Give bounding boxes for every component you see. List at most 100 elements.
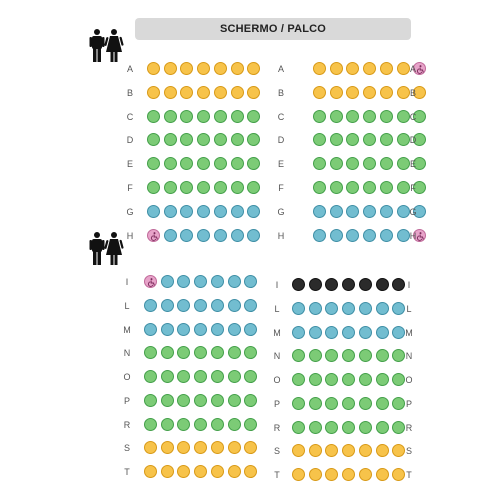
wheelchair-seat[interactable]: [147, 229, 160, 242]
seat[interactable]: [228, 418, 241, 431]
seat[interactable]: [161, 465, 174, 478]
seat[interactable]: [244, 394, 257, 407]
seat[interactable]: [392, 468, 405, 481]
seat[interactable]: [214, 133, 227, 146]
seat[interactable]: [346, 205, 359, 218]
seat[interactable]: [214, 86, 227, 99]
seat[interactable]: [244, 418, 257, 431]
seat[interactable]: [376, 397, 389, 410]
seat[interactable]: [214, 157, 227, 170]
seat[interactable]: [247, 157, 260, 170]
seat[interactable]: [313, 86, 326, 99]
seat[interactable]: [376, 349, 389, 362]
seat[interactable]: [380, 110, 393, 123]
seat[interactable]: [392, 326, 405, 339]
seat[interactable]: [313, 181, 326, 194]
seat[interactable]: [228, 323, 241, 336]
seat[interactable]: [325, 468, 338, 481]
seat[interactable]: [292, 326, 305, 339]
seat[interactable]: [346, 133, 359, 146]
seat[interactable]: [309, 302, 322, 315]
seat[interactable]: [197, 205, 210, 218]
seat[interactable]: [211, 346, 224, 359]
seat[interactable]: [342, 302, 355, 315]
seat[interactable]: [363, 229, 376, 242]
seat[interactable]: [194, 418, 207, 431]
seat[interactable]: [342, 349, 355, 362]
seat[interactable]: [376, 444, 389, 457]
seat[interactable]: [247, 181, 260, 194]
seat[interactable]: [161, 370, 174, 383]
seat[interactable]: [197, 133, 210, 146]
seat[interactable]: [346, 157, 359, 170]
seat[interactable]: [325, 326, 338, 339]
seat[interactable]: [164, 205, 177, 218]
seat[interactable]: [244, 465, 257, 478]
seat[interactable]: [244, 299, 257, 312]
seat[interactable]: [292, 302, 305, 315]
seat[interactable]: [144, 346, 157, 359]
seat[interactable]: [413, 133, 426, 146]
seat[interactable]: [392, 302, 405, 315]
seat[interactable]: [214, 205, 227, 218]
seat[interactable]: [194, 465, 207, 478]
seat[interactable]: [309, 468, 322, 481]
seat[interactable]: [211, 394, 224, 407]
seat[interactable]: [413, 110, 426, 123]
seat[interactable]: [247, 205, 260, 218]
seat[interactable]: [342, 444, 355, 457]
seat[interactable]: [147, 110, 160, 123]
seat[interactable]: [147, 205, 160, 218]
seat[interactable]: [359, 326, 372, 339]
seat[interactable]: [392, 278, 405, 291]
seat[interactable]: [211, 370, 224, 383]
seat[interactable]: [346, 62, 359, 75]
seat[interactable]: [309, 349, 322, 362]
seat[interactable]: [147, 133, 160, 146]
seat[interactable]: [359, 349, 372, 362]
seat[interactable]: [228, 346, 241, 359]
seat[interactable]: [161, 394, 174, 407]
seat[interactable]: [180, 229, 193, 242]
seat[interactable]: [359, 302, 372, 315]
seat[interactable]: [144, 370, 157, 383]
seat[interactable]: [144, 465, 157, 478]
seat[interactable]: [197, 62, 210, 75]
seat[interactable]: [180, 205, 193, 218]
seat[interactable]: [194, 394, 207, 407]
seat[interactable]: [194, 441, 207, 454]
seat[interactable]: [180, 86, 193, 99]
seat[interactable]: [359, 421, 372, 434]
seat[interactable]: [228, 441, 241, 454]
seat[interactable]: [197, 229, 210, 242]
seat[interactable]: [247, 133, 260, 146]
seat[interactable]: [325, 278, 338, 291]
seat[interactable]: [380, 229, 393, 242]
seat[interactable]: [325, 444, 338, 457]
seat[interactable]: [164, 133, 177, 146]
seat[interactable]: [313, 133, 326, 146]
seat[interactable]: [346, 181, 359, 194]
seat[interactable]: [194, 323, 207, 336]
seat[interactable]: [363, 157, 376, 170]
seat[interactable]: [392, 444, 405, 457]
seat[interactable]: [177, 370, 190, 383]
seat[interactable]: [380, 205, 393, 218]
seat[interactable]: [397, 133, 410, 146]
seat[interactable]: [177, 275, 190, 288]
seat[interactable]: [376, 278, 389, 291]
seat[interactable]: [231, 181, 244, 194]
seat[interactable]: [247, 229, 260, 242]
seat[interactable]: [313, 229, 326, 242]
seat[interactable]: [292, 278, 305, 291]
seat[interactable]: [363, 110, 376, 123]
seat[interactable]: [231, 133, 244, 146]
seat[interactable]: [363, 133, 376, 146]
seat[interactable]: [313, 62, 326, 75]
seat[interactable]: [164, 157, 177, 170]
seat[interactable]: [161, 346, 174, 359]
seat[interactable]: [197, 157, 210, 170]
seat[interactable]: [247, 110, 260, 123]
seat[interactable]: [180, 157, 193, 170]
seat[interactable]: [392, 349, 405, 362]
